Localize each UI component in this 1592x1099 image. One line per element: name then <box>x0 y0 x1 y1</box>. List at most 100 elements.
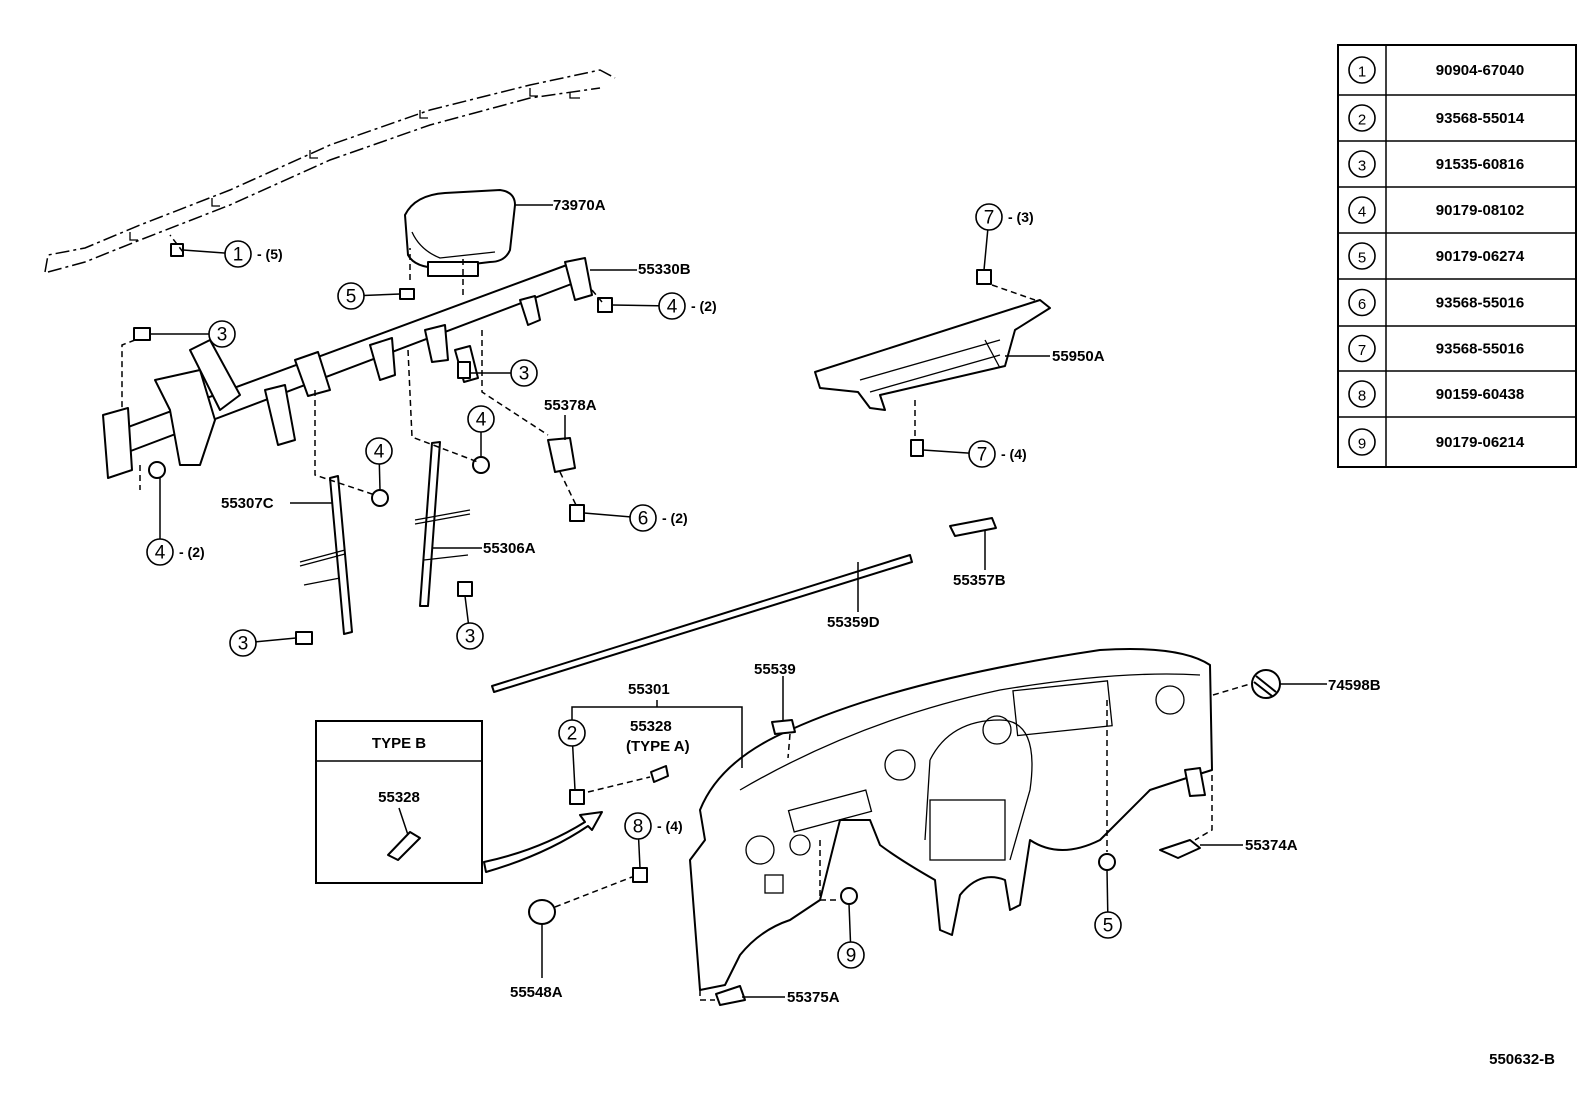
bracket-55378A <box>547 437 576 473</box>
part-label-55539: 55539 <box>754 661 796 678</box>
instrument-panel-assembly <box>689 648 1213 991</box>
part-label-55306A: 55306A <box>483 540 536 557</box>
callout-number: 5 <box>1103 916 1114 937</box>
callout-circle <box>146 538 174 566</box>
table-ref-number: 9 <box>1358 436 1366 453</box>
callout-number: 3 <box>217 325 228 346</box>
callout-circle <box>658 292 686 320</box>
callout-quantity: - (2) <box>691 298 717 314</box>
instrument-panel-reinforcement <box>102 257 593 479</box>
callout-circle <box>365 437 393 465</box>
callout-number: 3 <box>519 364 530 385</box>
callout-number: 4 <box>374 442 385 463</box>
table-ref-circle <box>1348 334 1376 363</box>
callout-4: 4 <box>365 437 393 491</box>
callout-circle <box>624 812 652 840</box>
callout-7: 7- (3) <box>975 203 1034 271</box>
callout-5: 5 <box>1094 869 1122 939</box>
callout-quantity: - (2) <box>662 510 688 526</box>
defroster-molding-outline <box>44 69 616 273</box>
callout-quantity: - (3) <box>1008 209 1034 225</box>
table-part-number: 93568-55016 <box>1436 295 1524 312</box>
table-ref-circle <box>1348 288 1376 317</box>
callout-number: 6 <box>638 509 649 530</box>
type-b-part-label: 55328 <box>378 789 420 806</box>
table-part-number: 93568-55014 <box>1436 110 1525 127</box>
dashed-guides <box>121 234 1251 1001</box>
pad-55357B <box>949 517 997 537</box>
part-label-73970A: 73970A <box>553 197 606 214</box>
table-ref-circle <box>1348 56 1376 84</box>
part-label-55357B: 55357B <box>953 572 1006 589</box>
part-label-55328-type: (TYPE A) <box>626 738 690 755</box>
part-label-55328: 55328 <box>630 718 672 735</box>
callout-circle <box>837 941 865 969</box>
clip-55328 <box>650 765 669 783</box>
callout-number: 4 <box>667 297 678 318</box>
part-label-55950A: 55950A <box>1052 348 1105 365</box>
callout-bracket-55301 <box>571 700 743 768</box>
part-label-55378A: 55378A <box>544 397 597 414</box>
callout-number: 4 <box>155 543 166 564</box>
clip-55539 <box>771 719 796 735</box>
table-row: 3 91535-60816 <box>1348 150 1524 178</box>
passenger-airbag-module <box>404 189 553 277</box>
callout-circle <box>229 629 257 657</box>
callout-quantity: - (4) <box>1001 446 1027 462</box>
part-label-55548A: 55548A <box>510 984 563 1001</box>
table-row: 4 90179-08102 <box>1348 196 1524 224</box>
part-label-55301: 55301 <box>628 681 670 698</box>
table-part-number: 93568-55016 <box>1436 341 1524 358</box>
callout-circle <box>558 719 586 747</box>
table-ref-circle <box>1348 196 1376 224</box>
callout-quantity: - (5) <box>257 246 283 262</box>
callout-circle <box>1094 911 1122 939</box>
table-ref-number: 4 <box>1358 204 1366 221</box>
part-label-55375A: 55375A <box>787 989 840 1006</box>
callout-8: 8- (4) <box>624 812 683 869</box>
callout-circle <box>337 282 365 310</box>
table-part-number: 90904-67040 <box>1436 62 1524 79</box>
table-row: 7 93568-55016 <box>1348 334 1524 363</box>
brace-55307C <box>299 475 353 635</box>
callout-number: 7 <box>977 445 988 466</box>
callout-quantity: - (2) <box>179 544 205 560</box>
callout-number: 8 <box>633 817 644 838</box>
part-label-55330B: 55330B <box>638 261 691 278</box>
emblem-74598B <box>1251 669 1281 699</box>
callout-4: 4 - (2) <box>611 292 717 320</box>
callout-number: 4 <box>476 410 487 431</box>
callout-number: 1 <box>233 245 244 266</box>
callout-number: 2 <box>567 724 578 745</box>
table-ref-number: 7 <box>1358 342 1366 359</box>
callout-7: 7 - (4) <box>922 440 1027 468</box>
pad-strip-55359D <box>491 554 913 693</box>
table-ref-number: 8 <box>1358 388 1366 405</box>
table-ref-number: 3 <box>1358 158 1366 175</box>
callout-number: 3 <box>238 634 249 655</box>
cap-55548A <box>528 899 556 925</box>
callout-2: 2 <box>558 719 586 791</box>
bracket-55375A <box>715 985 746 1006</box>
brace-55306A <box>414 441 471 607</box>
part-labels: 73970A 55330B 55378A 55307C 55306A 55950… <box>221 197 1381 1006</box>
callout-number: 9 <box>846 946 857 967</box>
callout-number: 3 <box>465 627 476 648</box>
table-ref-circle <box>1348 242 1376 270</box>
callout-5: 5 <box>337 282 401 310</box>
part-label-55374A: 55374A <box>1245 837 1298 854</box>
callout-4: 4 - (2) <box>146 478 205 566</box>
callout-3: 3 <box>229 629 297 657</box>
type-b-clip <box>387 831 421 861</box>
callout-circle <box>975 203 1003 231</box>
table-part-number: 91535-60816 <box>1436 156 1524 173</box>
type-b-title: TYPE B <box>372 735 426 752</box>
type-b-inset: TYPE B 55328 <box>315 720 603 884</box>
table-part-number: 90179-08102 <box>1436 202 1524 219</box>
